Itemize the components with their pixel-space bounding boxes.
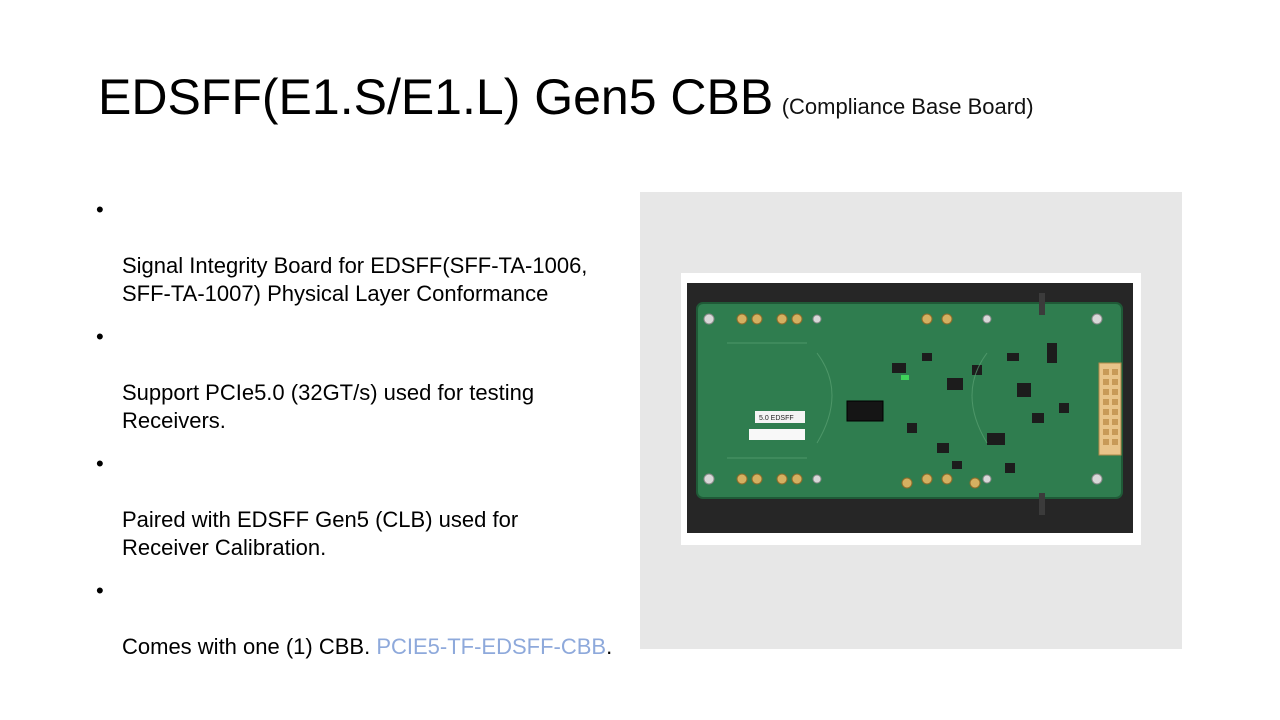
bullet-text: Signal Integrity Board for EDSFF(SFF-TA-… (122, 253, 588, 306)
pcb-board-photo-icon: 5.0 EDSFF (687, 283, 1133, 533)
bullet-text: Paired with EDSFF Gen5 (CLB) used for Re… (122, 507, 519, 560)
bullet-item: • Support PCIe5.0 (32GT/s) used for test… (96, 323, 636, 435)
slide-title: EDSFF(E1.S/E1.L) Gen5 CBB (Compliance Ba… (98, 72, 1034, 122)
bullet-list: • Signal Integrity Board for EDSFF(SFF-T… (96, 196, 636, 676)
bullet-dot-icon: • (96, 324, 104, 349)
bullet-item: • Paired with EDSFF Gen5 (CLB) used for … (96, 450, 636, 562)
title-subtitle: (Compliance Base Board) (781, 94, 1034, 119)
bullet-item: • Signal Integrity Board for EDSFF(SFF-T… (96, 196, 636, 308)
product-link[interactable]: PCIE5-TF-EDSFF-CBB (376, 634, 607, 659)
board-label: 5.0 EDSFF (759, 415, 794, 422)
bullet-dot-icon: • (96, 578, 104, 603)
bullet-dot-icon: • (96, 451, 104, 476)
bullet-item: • Comes with one (1) CBB. PCIE5-TF-EDSFF… (96, 577, 636, 661)
pcb-board-illustration: 5.0 EDSFF (687, 283, 1133, 533)
image-panel: 5.0 EDSFF (640, 192, 1182, 649)
bullet-text-end: . (606, 634, 613, 659)
bullet-dot-icon: • (96, 197, 104, 222)
title-main: EDSFF(E1.S/E1.L) Gen5 CBB (98, 69, 774, 125)
bullet-text: Support PCIe5.0 (32GT/s) used for testin… (122, 380, 535, 433)
photo-frame: 5.0 EDSFF (681, 273, 1141, 545)
bullet-text: Comes with one (1) CBB. (122, 634, 377, 659)
